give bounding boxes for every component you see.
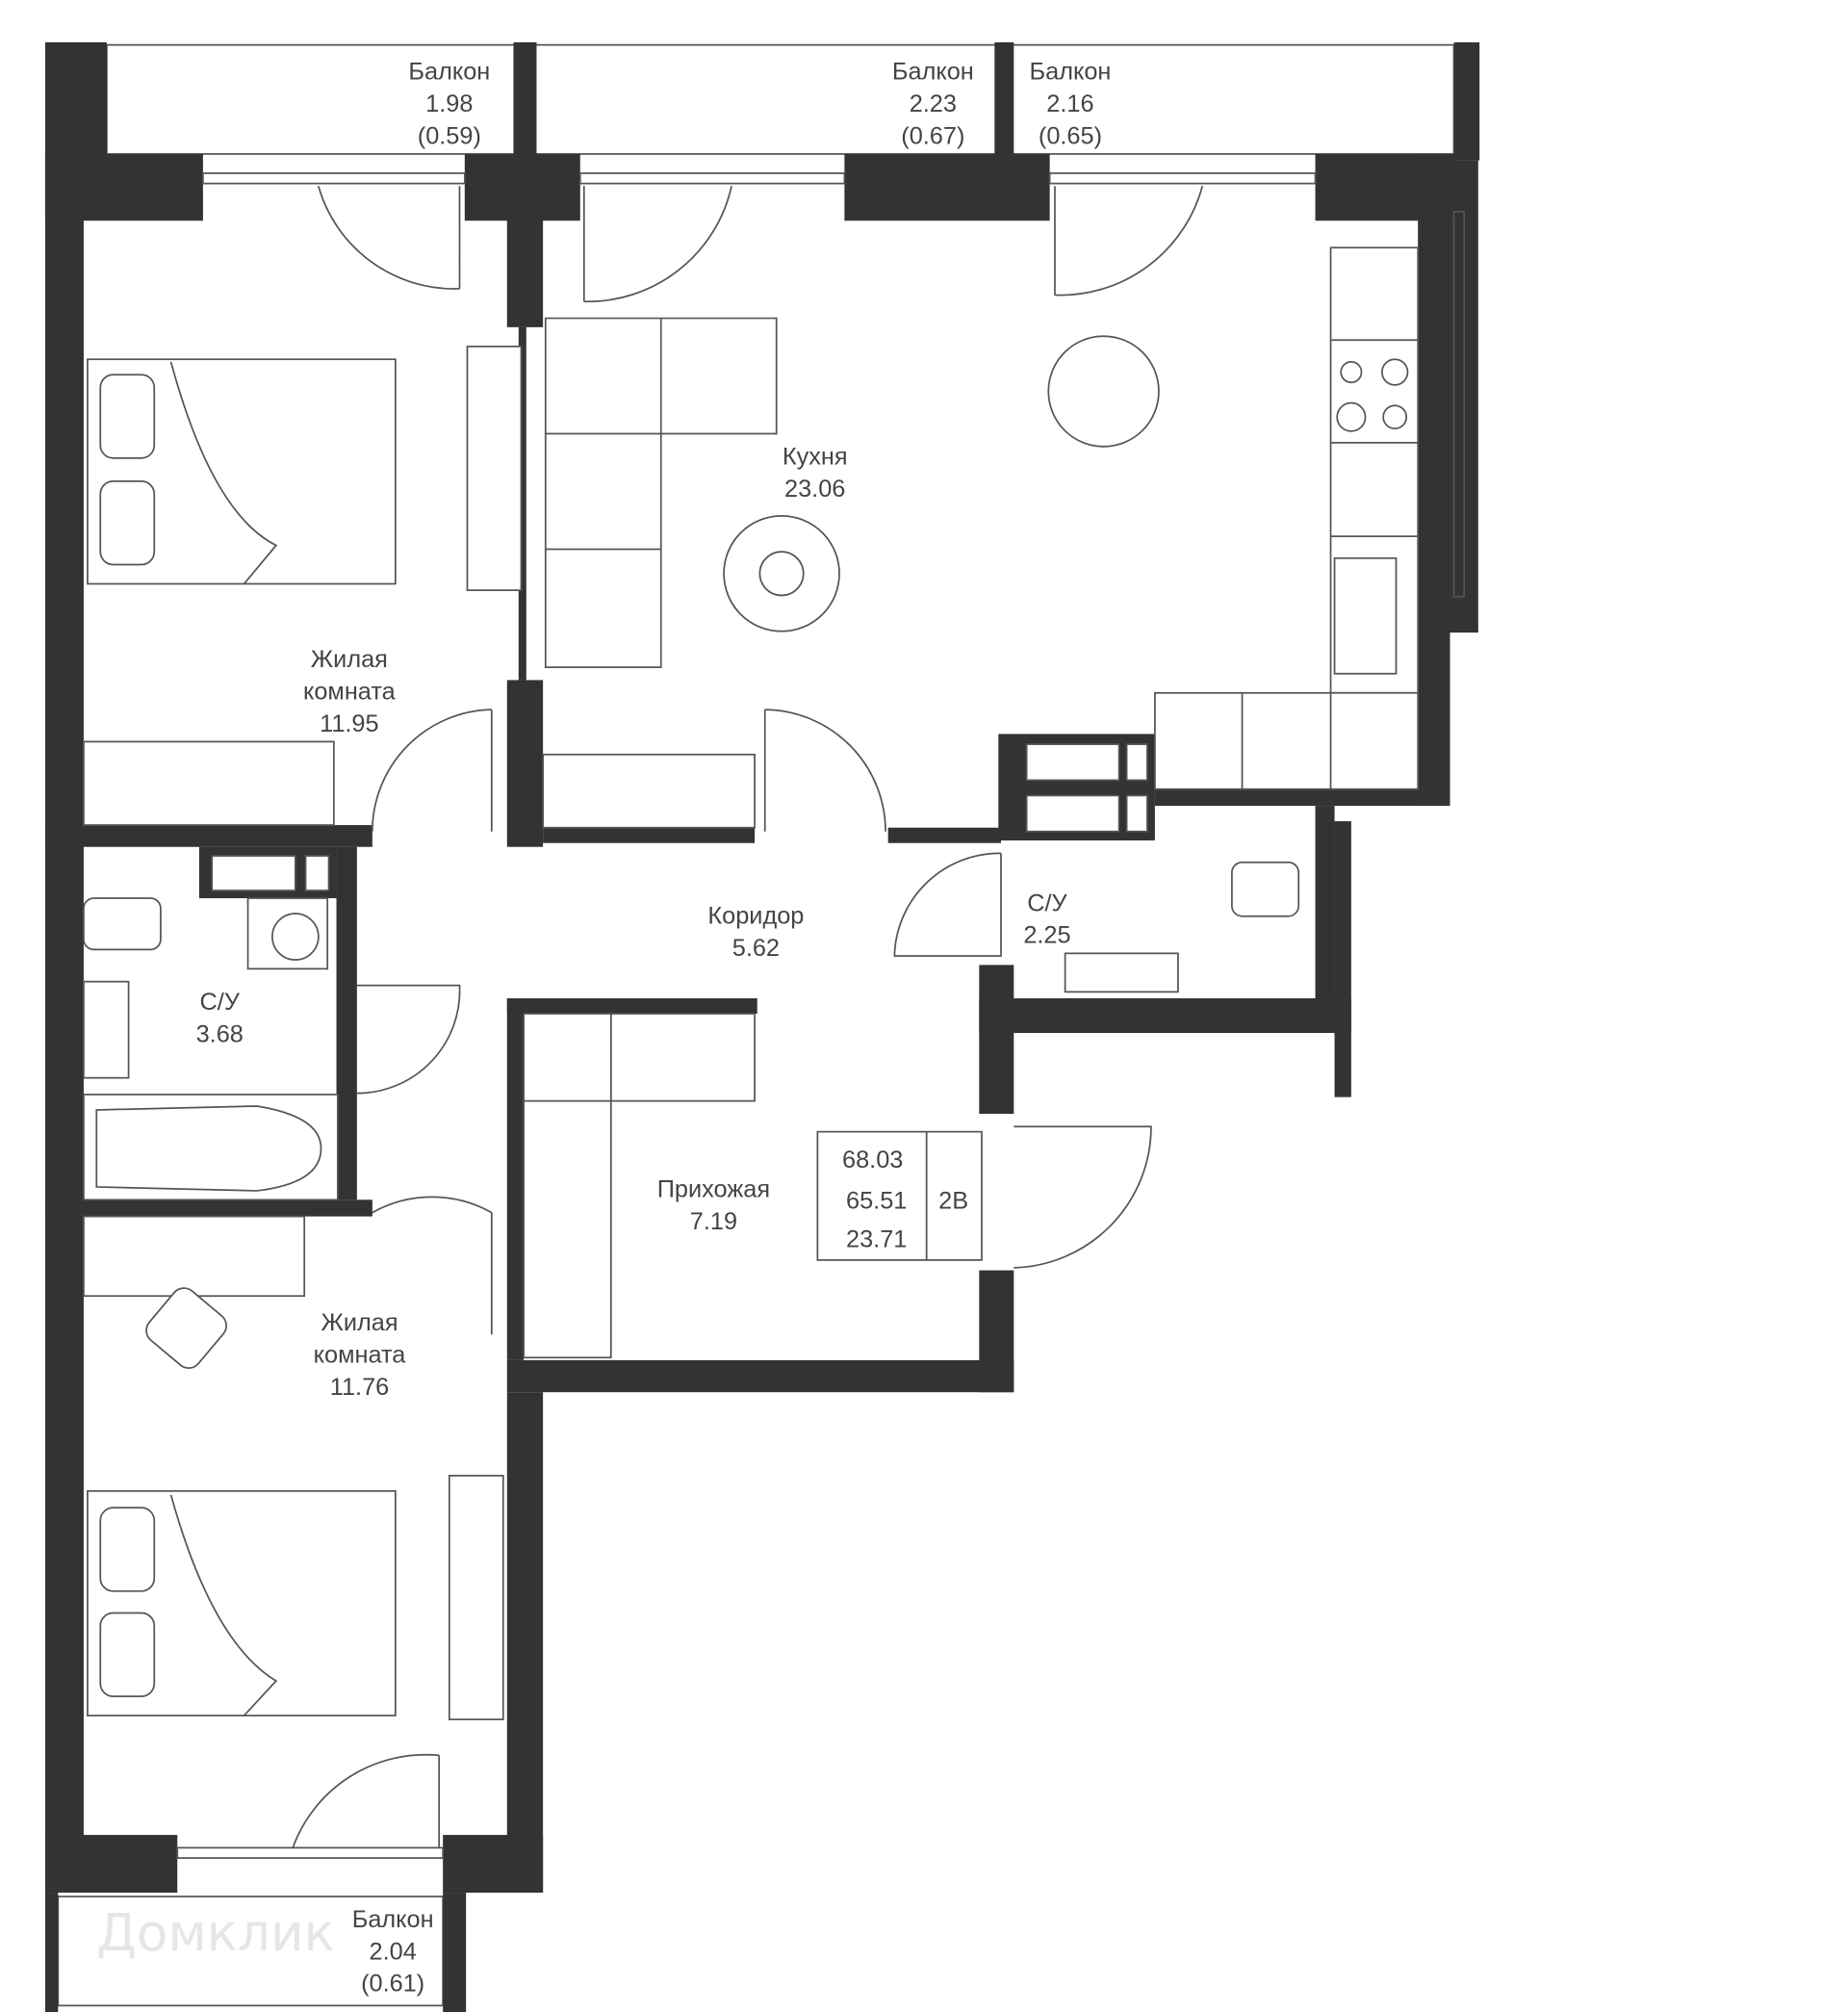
bedroom-1-label: Жилая xyxy=(311,646,388,673)
washing-machine-icon xyxy=(246,897,329,970)
bathroom-2-label: С/У xyxy=(1027,890,1067,916)
watermark: Домклик xyxy=(96,1903,335,1963)
toilet-icon xyxy=(1231,861,1300,917)
living-area: 23.71 xyxy=(846,1226,907,1253)
bedroom-2-area: 11.76 xyxy=(330,1374,389,1401)
washbasin-icon xyxy=(83,980,130,1079)
balcony-2-area: 2.23 xyxy=(910,90,957,117)
wardrobe-icon xyxy=(523,1099,612,1359)
bathroom-1-area: 3.68 xyxy=(196,1020,244,1047)
corridor-label: Коридор xyxy=(707,903,804,930)
apartment-type: 2B xyxy=(938,1188,968,1215)
tv-stand-icon xyxy=(448,1474,504,1720)
corridor-area: 5.62 xyxy=(732,935,780,962)
balcony-4-reduced: (0.61) xyxy=(361,1971,424,1998)
balcony-3-area: 2.16 xyxy=(1046,90,1093,117)
rug-icon xyxy=(723,514,840,632)
walls xyxy=(44,153,1478,2012)
bedroom-1-label-2: комната xyxy=(303,678,397,705)
washbasin-icon xyxy=(1064,952,1179,993)
bedroom-2-label: Жилая xyxy=(321,1309,398,1336)
hallway-label: Прихожая xyxy=(657,1176,770,1203)
area-summary: 68.03 65.51 23.71 2B xyxy=(816,1130,983,1261)
kitchen-area: 23.06 xyxy=(784,476,845,503)
balcony-3-reduced: (0.65) xyxy=(1039,122,1102,149)
balcony-4-area: 2.04 xyxy=(370,1938,417,1965)
balcony-1-reduced: (0.59) xyxy=(418,122,481,149)
furniture xyxy=(83,246,1420,1720)
desk-icon xyxy=(83,1215,306,1298)
balcony-1-label: Балкон xyxy=(408,59,490,86)
balcony-2-label: Балкон xyxy=(892,59,974,86)
toilet-icon xyxy=(83,897,162,951)
tv-stand-icon xyxy=(466,346,523,592)
kitchen-label: Кухня xyxy=(783,444,848,471)
sink-icon xyxy=(1333,556,1398,675)
hallway-area: 7.19 xyxy=(690,1208,737,1235)
living-total-area: 65.51 xyxy=(846,1188,907,1215)
balcony-3-label: Балкон xyxy=(1030,59,1112,86)
wardrobe-icon xyxy=(83,740,335,826)
bathroom-1-label: С/У xyxy=(200,989,241,1016)
total-area: 68.03 xyxy=(842,1147,903,1174)
bedroom-1-area: 11.95 xyxy=(320,710,378,737)
chair-icon xyxy=(145,1287,227,1369)
wardrobe-icon xyxy=(609,1013,756,1102)
room-labels: Балкон 1.98 (0.59) Балкон 2.23 (0.67) Ба… xyxy=(96,59,1111,1998)
bathroom-2-area: 2.25 xyxy=(1023,922,1070,949)
bedroom-2-label-2: комната xyxy=(314,1342,407,1369)
balcony-2-reduced: (0.67) xyxy=(901,122,964,149)
doors xyxy=(292,186,1204,1848)
balcony-1-area: 1.98 xyxy=(425,90,473,117)
wardrobe-icon xyxy=(542,753,756,829)
bathtub-icon xyxy=(83,1094,339,1201)
windows xyxy=(176,172,1466,1859)
balcony-4-label: Балкон xyxy=(352,1906,434,1933)
dining-table-icon xyxy=(1047,335,1160,448)
